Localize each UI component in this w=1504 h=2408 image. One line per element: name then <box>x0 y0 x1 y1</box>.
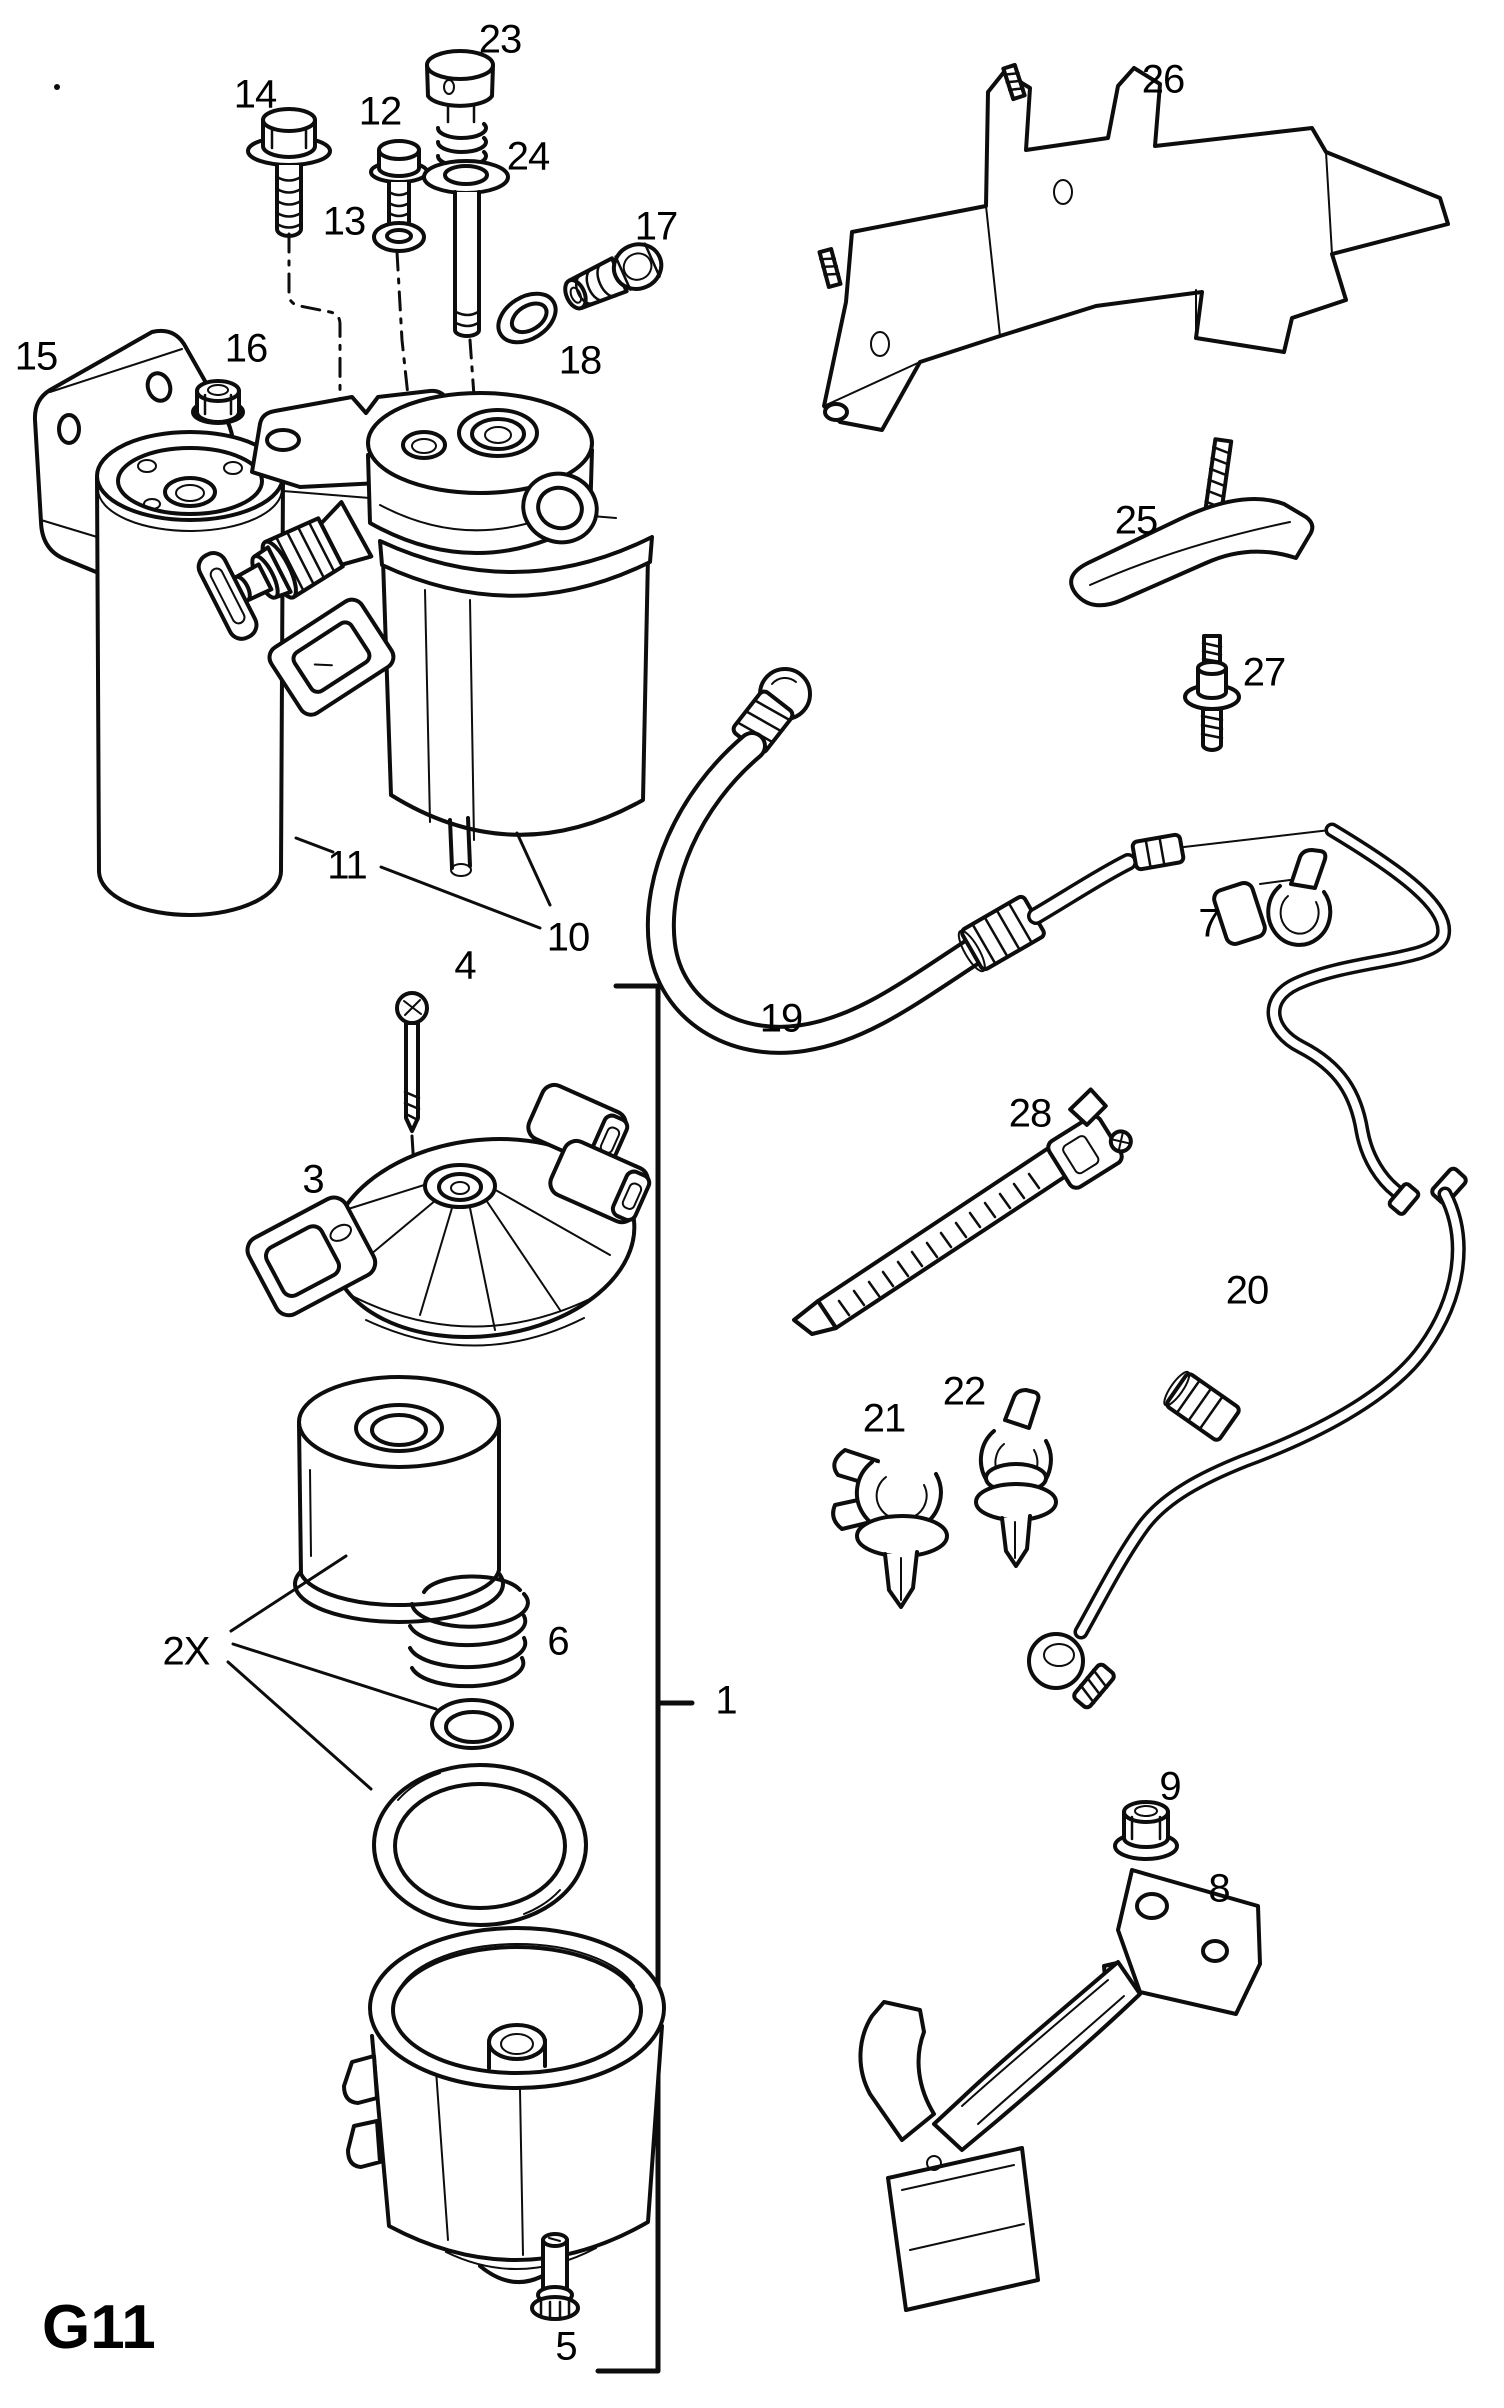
part-5-drain-plug <box>530 2232 580 2321</box>
part-14-bolt <box>246 107 332 238</box>
part-label-5: 5 <box>555 2324 577 2369</box>
part-22-clip <box>974 1388 1058 1568</box>
part-8-bracket <box>858 1868 1262 2312</box>
part-26-bracket <box>817 62 1450 432</box>
part-label-16: 16 <box>224 326 268 371</box>
part-label-13: 13 <box>322 199 366 244</box>
part-25-clamp <box>1069 437 1315 608</box>
part-11-filter-cartridge <box>95 430 285 917</box>
part-label-3: 3 <box>302 1157 324 1202</box>
part-24-washer <box>422 159 510 195</box>
part-label-14: 14 <box>233 72 277 117</box>
part-label-2x: 2X <box>162 1629 211 1674</box>
part-label-22: 22 <box>942 1369 986 1414</box>
part-23-bolt-shank <box>453 190 481 426</box>
part-label-10: 10 <box>546 915 590 960</box>
part-label-25: 25 <box>1114 498 1158 543</box>
part-label-15: 15 <box>14 334 58 379</box>
seal-oring-large <box>372 1763 588 1927</box>
part-label-6: 6 <box>547 1619 569 1664</box>
part-6-spring <box>408 1574 530 1689</box>
part-label-4: 4 <box>454 943 476 988</box>
part-16-nut <box>191 379 245 425</box>
part-13-washer <box>372 221 426 253</box>
figure-code: G11 <box>42 2293 156 2362</box>
seal-small <box>430 1698 514 1750</box>
part-3-filter-head <box>245 1082 652 1347</box>
part-label-28: 28 <box>1008 1091 1052 1136</box>
part-label-24: 24 <box>506 134 550 179</box>
part-label-11: 11 <box>327 843 368 888</box>
assembly-guide-lines <box>287 232 413 428</box>
part-7-clip <box>1212 848 1333 947</box>
part-27-stud <box>1183 634 1241 752</box>
part-label-9: 9 <box>1159 1764 1181 1809</box>
housing-bowl <box>342 1926 666 2285</box>
part-10-filter-assembly <box>196 388 654 877</box>
part-9-flange-nut <box>1113 1800 1179 1861</box>
leader-lines-2x <box>226 1554 438 1791</box>
part-label-26: 26 <box>1141 57 1185 102</box>
part-label-1: 1 <box>715 1678 737 1723</box>
part-label-18: 18 <box>558 338 602 383</box>
part-label-20: 20 <box>1225 1268 1269 1313</box>
part-4-screw <box>395 991 429 1170</box>
part-label-12: 12 <box>358 89 402 134</box>
part-28-strap <box>792 1087 1133 1336</box>
part-23-bolt <box>425 49 495 168</box>
part-label-19: 19 <box>759 996 803 1041</box>
part-label-21: 21 <box>862 1396 906 1441</box>
part-19-fuel-hose <box>645 667 1452 1216</box>
part-21-clip <box>831 1448 949 1609</box>
leader-lines-10-11 <box>294 831 552 930</box>
outlet-connector <box>267 597 396 717</box>
hand-primer <box>196 500 374 641</box>
part-17-banjo-bolt <box>563 242 664 311</box>
part-1-bracket-line <box>595 983 695 2374</box>
part-label-17: 17 <box>634 204 678 249</box>
part-label-27: 27 <box>1242 650 1286 695</box>
part-label-8: 8 <box>1208 1866 1230 1911</box>
part-20-fuel-pipe <box>1027 1166 1468 1710</box>
part-label-23: 23 <box>478 17 522 62</box>
part-18-seal-ring <box>496 291 558 345</box>
part-12-bolt <box>369 139 429 230</box>
part-label-7: 7 <box>1198 901 1220 946</box>
filter-element <box>293 1375 505 1624</box>
print-dot <box>54 84 60 90</box>
